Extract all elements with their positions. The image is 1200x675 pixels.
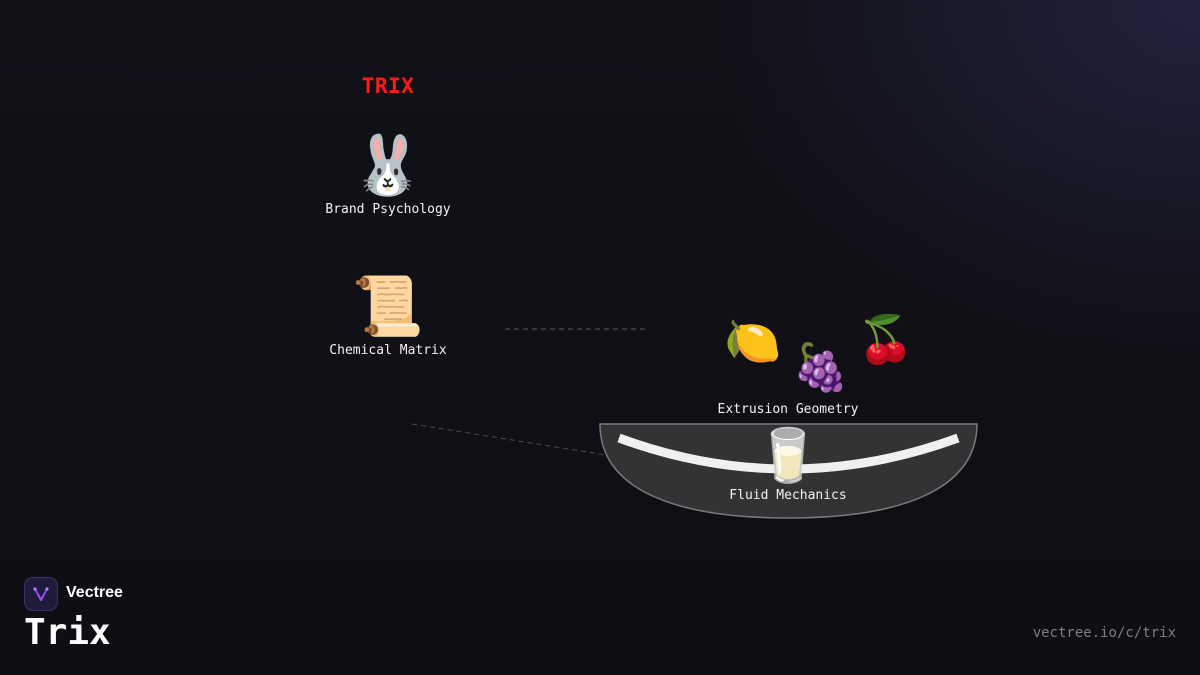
node-label-wrap: Extrusion Geometry [700,402,876,417]
node-label: Brand Psychology [325,202,451,217]
grapes-icon: 🍇 [792,340,850,394]
node-label: Chemical Matrix [329,343,447,358]
footer-url[interactable]: vectree.io/c/trix [1032,625,1176,641]
vectree-logo-icon [24,577,58,611]
cherries-icon: 🍒 [857,312,915,366]
footer-brand: Vectree [66,584,123,601]
node-label: Fluid Mechanics [729,488,847,503]
node-label: Extrusion Geometry [717,402,859,417]
lemon-icon: 🍋 [724,314,782,368]
milk-surface [617,433,960,474]
rabbit-icon: 🐰 [351,131,425,199]
node-chemical-matrix[interactable]: 📜 Chemical Matrix [318,277,458,358]
scroll-icon: 📜 [351,272,425,340]
milk-glass-icon: 🥛 [755,426,821,486]
node-fluid-mechanics[interactable]: 🥛 Fluid Mechanics [718,430,858,503]
footer-title: Trix [24,612,111,653]
diagram-title: TRIX [361,74,415,98]
node-brand-psychology[interactable]: 🐰 Brand Psychology [318,136,458,217]
